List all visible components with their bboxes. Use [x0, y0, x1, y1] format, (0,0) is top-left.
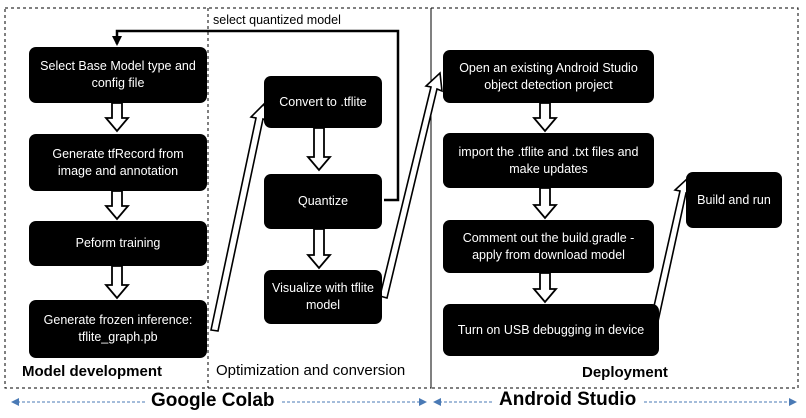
- hollow-arrow-1: [104, 102, 130, 133]
- hollow-arrow-7: [532, 187, 558, 220]
- node-generate-tfrecord: Generate tfRecord from image and annotat…: [29, 134, 207, 191]
- node-perform-training: Peform training: [29, 221, 207, 266]
- section-title-model-development: Model development: [22, 363, 163, 380]
- hollow-arrow-4: [306, 127, 332, 172]
- select-quantized-feedback-arrow: [112, 29, 400, 202]
- node-usb-debugging: Turn on USB debugging in device: [443, 304, 659, 356]
- hollow-arrow-3: [104, 265, 130, 300]
- node-quantize: Quantize: [264, 174, 382, 229]
- platform-label-android-studio: Android Studio: [493, 389, 643, 411]
- hollow-diagonal-arrow-frozen-to-convert: [210, 102, 270, 332]
- node-comment-out: Comment out the build.gradle - apply fro…: [443, 220, 654, 273]
- hollow-arrow-6: [532, 102, 558, 133]
- section-title-deployment: Deployment: [582, 364, 668, 381]
- hollow-arrow-8: [532, 272, 558, 304]
- colab-section-border: [4, 7, 432, 389]
- hollow-arrow-5: [306, 228, 332, 270]
- deployment-section-border: [430, 7, 799, 389]
- node-visualize: Visualize with tflite model: [264, 270, 382, 324]
- node-import-files: import the .tflite and .txt files and ma…: [443, 133, 654, 188]
- section-title-optimization: Optimization and conversion: [216, 362, 406, 379]
- platform-label-colab: Google Colab: [145, 390, 281, 412]
- edge-label-select-quantized: select quantized model: [213, 13, 341, 27]
- hollow-diagonal-arrow-visualize-to-open: [379, 71, 443, 299]
- node-build-run: Build and run: [686, 172, 782, 228]
- node-convert-tflite: Convert to .tflite: [264, 76, 382, 128]
- hollow-diagonal-arrow-usb-to-build: [649, 176, 691, 328]
- node-open-project: Open an existing Android Studio object d…: [443, 50, 654, 103]
- node-select-base-model: Select Base Model type and config file: [29, 47, 207, 103]
- node-generate-frozen: Generate frozen inference: tflite_graph.…: [29, 300, 207, 358]
- hollow-arrow-2: [104, 190, 130, 221]
